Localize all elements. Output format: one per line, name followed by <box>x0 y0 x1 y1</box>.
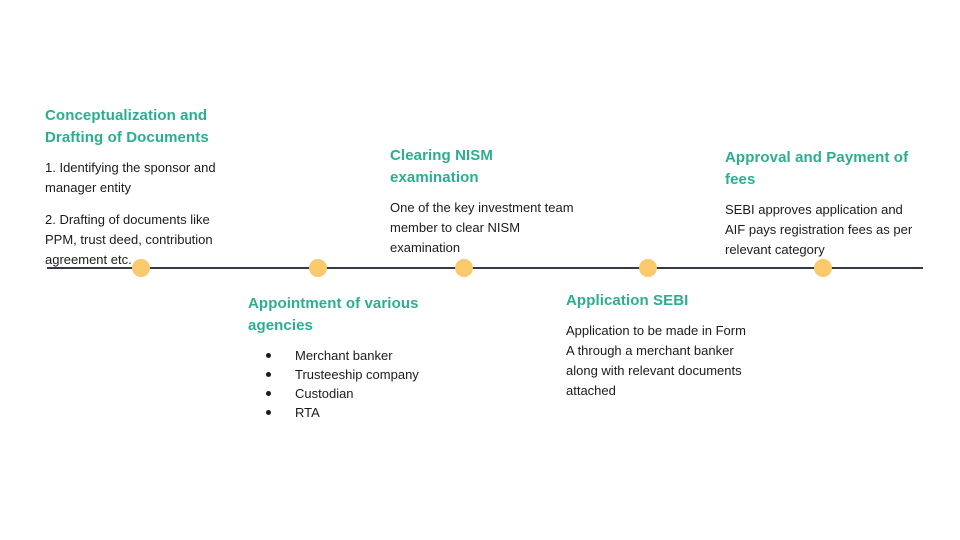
timeline-stage-5: Approval and Payment of fees SEBI approv… <box>725 147 920 260</box>
timeline-node-2[interactable] <box>309 259 327 277</box>
timeline-node-5[interactable] <box>814 259 832 277</box>
stage-1-title: Conceptualization and Drafting of Docume… <box>45 107 209 146</box>
stage-5-paragraph-1: SEBI approves application and AIF pays r… <box>725 202 913 257</box>
timeline-axis-line <box>47 267 923 269</box>
stage-2-bullet-list: Merchant banker Trusteeship company Cust… <box>248 346 458 422</box>
stage-2-title: Appointment of various agencies <box>248 295 419 334</box>
timeline-stage-3: Clearing NISM examination One of the key… <box>390 145 575 258</box>
stage-1-paragraph-2: 2. Drafting of documents like PPM, trust… <box>45 212 213 267</box>
stage-3-title: Clearing NISM examination <box>390 147 493 186</box>
list-item: Trusteeship company <box>248 365 458 384</box>
list-item: Merchant banker <box>248 346 458 365</box>
timeline-stage-2: Appointment of various agencies Merchant… <box>248 293 458 422</box>
stage-4-title: Application SEBI <box>566 292 689 309</box>
timeline-stage-4: Application SEBI Application to be made … <box>566 290 751 401</box>
list-item: RTA <box>248 403 458 422</box>
timeline-node-4[interactable] <box>639 259 657 277</box>
list-item: Custodian <box>248 384 458 403</box>
stage-3-paragraph-1: One of the key investment team member to… <box>390 200 574 255</box>
stage-5-title: Approval and Payment of fees <box>725 149 909 188</box>
stage-1-paragraph-1: 1. Identifying the sponsor and manager e… <box>45 160 216 195</box>
timeline-node-3[interactable] <box>455 259 473 277</box>
timeline-stage-1: Conceptualization and Drafting of Docume… <box>45 105 241 270</box>
stage-4-paragraph-1: Application to be made in Form A through… <box>566 323 746 398</box>
timeline-node-1[interactable] <box>132 259 150 277</box>
